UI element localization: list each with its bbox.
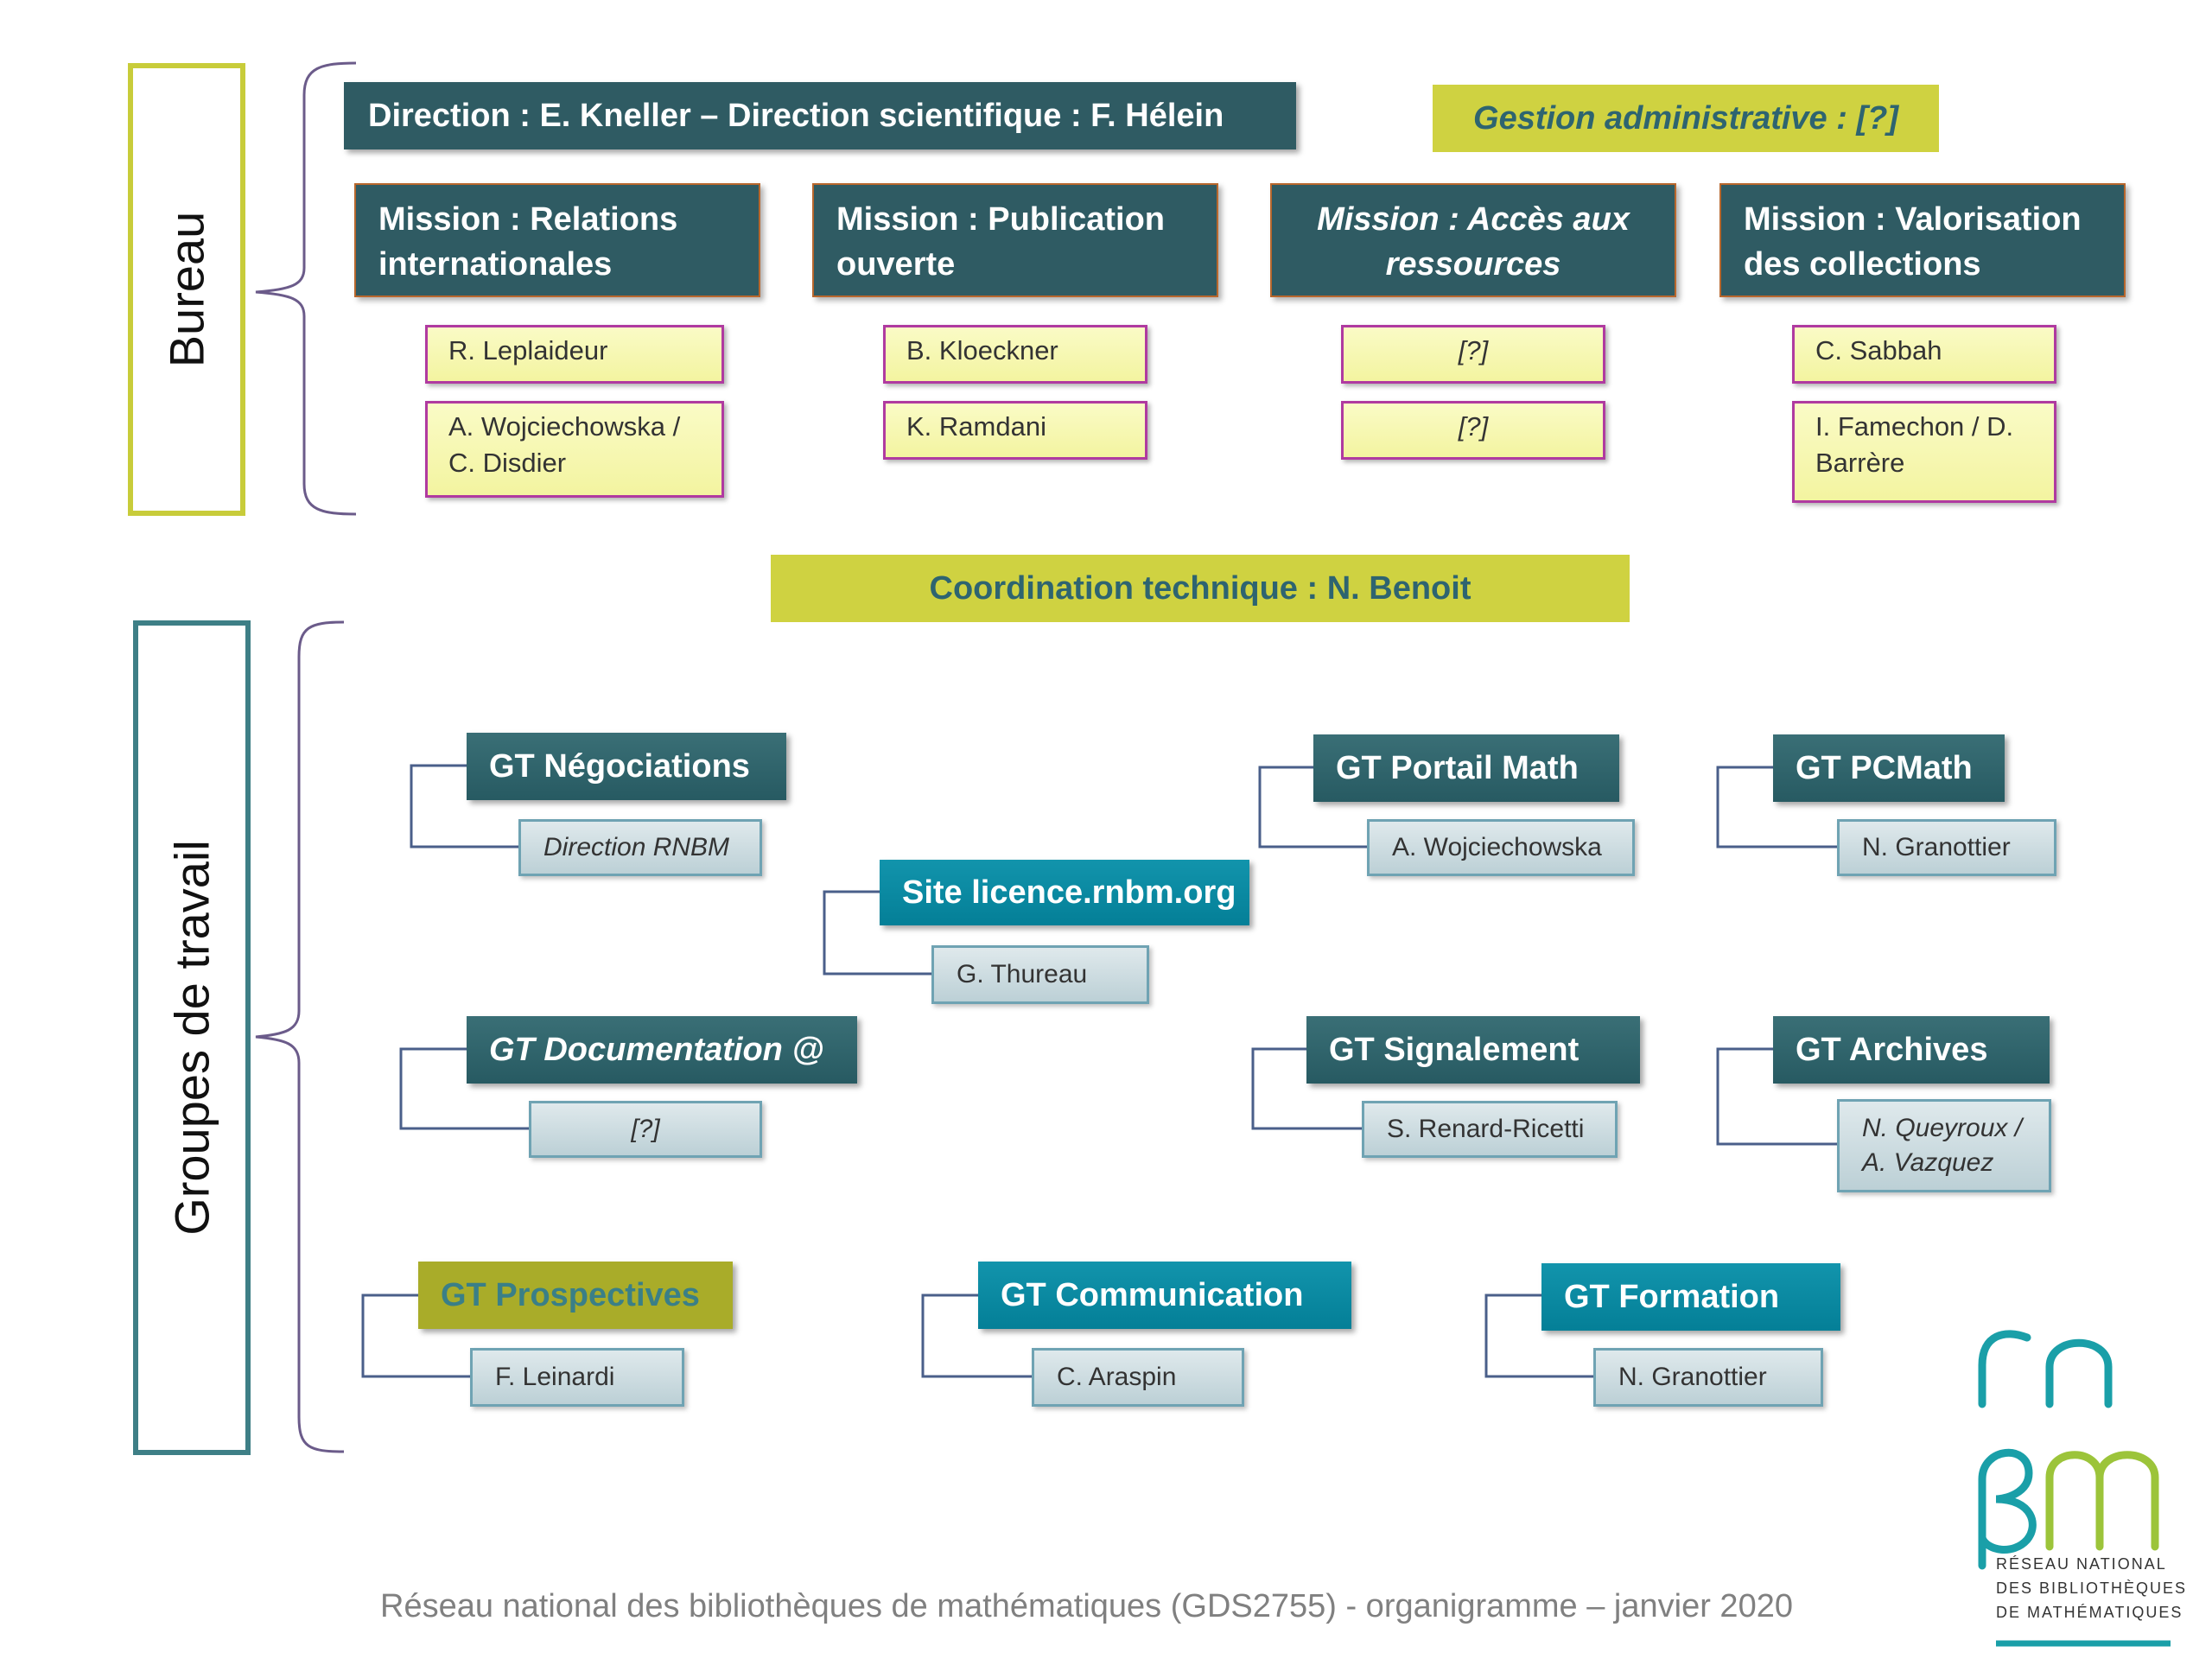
groupes-frame: Groupes de travail xyxy=(133,620,251,1455)
gt-member: C. Araspin xyxy=(1032,1348,1244,1407)
gt-title: GT Portail Math xyxy=(1336,749,1579,786)
gt-site-licence: Site licence.rnbm.org xyxy=(880,860,1249,925)
mission-acces: Mission : Accès aux ressources xyxy=(1270,183,1676,297)
gt-title: GT PCMath xyxy=(1796,749,1973,786)
gestion-text: Gestion administrative : [?] xyxy=(1473,99,1898,137)
member-name: C. Araspin xyxy=(1057,1363,1177,1391)
gt-title: GT Signalement xyxy=(1329,1031,1580,1068)
mission-relations: Mission : Relations internationales xyxy=(354,183,760,297)
person-name: A. Wojciechowska / C. Disdier xyxy=(448,411,681,478)
bureau-label: Bureau xyxy=(159,211,214,368)
member-name: S. Renard-Ricetti xyxy=(1387,1115,1585,1143)
member-name: F. Leinardi xyxy=(495,1363,615,1391)
mission-title: Mission : Valorisation des collections xyxy=(1744,201,2082,283)
logo-line: DES BIBLIOTHÈQUES xyxy=(1996,1580,2188,1597)
coordination-box: Coordination technique : N. Benoit xyxy=(771,555,1630,622)
gt-documentation: GT Documentation @ xyxy=(467,1016,857,1084)
person-name: [?] xyxy=(1458,335,1489,365)
gt-member: A. Wojciechowska xyxy=(1367,819,1635,876)
gt-member: N. Queyroux / A. Vazquez xyxy=(1837,1099,2051,1192)
gt-title: GT Documentation @ xyxy=(489,1031,824,1068)
gt-title: GT Négociations xyxy=(489,747,750,785)
person-name: R. Leplaideur xyxy=(448,335,608,365)
person-card: [?] xyxy=(1341,325,1605,384)
mission-publication: Mission : Publication ouverte xyxy=(812,183,1218,297)
person-name: [?] xyxy=(1458,411,1489,442)
member-name: Direction RNBM xyxy=(543,833,730,861)
gt-title: GT Communication xyxy=(1001,1276,1304,1313)
gt-member: N. Granottier xyxy=(1593,1348,1823,1407)
gt-title: Site licence.rnbm.org xyxy=(902,874,1236,911)
person-card: [?] xyxy=(1341,401,1605,460)
direction-box: Direction : E. Kneller – Direction scien… xyxy=(344,82,1296,149)
gt-portail-math: GT Portail Math xyxy=(1313,734,1619,802)
gt-prospectives: GT Prospectives xyxy=(418,1262,733,1329)
gt-pcmath: GT PCMath xyxy=(1773,734,2005,802)
logo-line: RÉSEAU NATIONAL xyxy=(1996,1555,2167,1573)
person-name: C. Sabbah xyxy=(1815,335,1942,365)
mission-valorisation: Mission : Valorisation des collections xyxy=(1719,183,2126,297)
person-name: B. Kloeckner xyxy=(906,335,1058,365)
person-name: K. Ramdani xyxy=(906,411,1046,442)
coordination-text: Coordination technique : N. Benoit xyxy=(929,569,1471,607)
person-card: I. Famechon / D. Barrère xyxy=(1792,401,2056,503)
gt-title: GT Formation xyxy=(1564,1278,1780,1315)
person-card: A. Wojciechowska / C. Disdier xyxy=(425,401,724,498)
gt-member: F. Leinardi xyxy=(470,1348,684,1407)
member-name: N. Granottier xyxy=(1618,1363,1767,1391)
gt-member: G. Thureau xyxy=(931,945,1149,1004)
member-name: N. Granottier xyxy=(1862,833,2011,861)
groupes-label: Groupes de travail xyxy=(164,840,219,1236)
member-name: A. Vazquez xyxy=(1862,1148,1994,1177)
person-card: B. Kloeckner xyxy=(883,325,1147,384)
member-name: N. Queyroux / xyxy=(1862,1114,2023,1142)
logo-line: DE MATHÉMATIQUES xyxy=(1996,1604,2183,1621)
gt-member: S. Renard-Ricetti xyxy=(1362,1101,1618,1158)
gt-title: GT Archives xyxy=(1796,1031,1988,1068)
logo-caption: RÉSEAU NATIONAL DES BIBLIOTHÈQUES DE MAT… xyxy=(1996,1552,2187,1624)
gt-member: [?] xyxy=(529,1101,762,1158)
mission-title: Mission : Relations internationales xyxy=(378,201,678,283)
person-card: C. Sabbah xyxy=(1792,325,2056,384)
gt-archives: GT Archives xyxy=(1773,1016,2050,1084)
gt-communication: GT Communication xyxy=(978,1262,1351,1329)
gt-formation: GT Formation xyxy=(1541,1263,1840,1331)
member-name: A. Wojciechowska xyxy=(1392,833,1602,861)
gt-member: N. Granottier xyxy=(1837,819,2056,876)
bureau-brace xyxy=(255,61,357,516)
person-name: I. Famechon / D. Barrère xyxy=(1815,411,2014,478)
person-card: K. Ramdani xyxy=(883,401,1147,460)
footer-caption: Réseau national des bibliothèques de mat… xyxy=(380,1588,1793,1624)
member-name: [?] xyxy=(631,1115,660,1143)
gt-member: Direction RNBM xyxy=(518,819,762,876)
member-name: G. Thureau xyxy=(957,960,1088,988)
person-card: R. Leplaideur xyxy=(425,325,724,384)
gt-signalement: GT Signalement xyxy=(1306,1016,1640,1084)
gt-title: GT Prospectives xyxy=(441,1276,700,1313)
mission-title: Mission : Accès aux ressources xyxy=(1317,201,1630,283)
direction-text: Direction : E. Kneller – Direction scien… xyxy=(368,97,1224,134)
groupes-brace xyxy=(255,620,345,1453)
gt-negociations: GT Négociations xyxy=(467,733,786,800)
bureau-frame: Bureau xyxy=(128,63,245,516)
mission-title: Mission : Publication ouverte xyxy=(836,201,1166,283)
gestion-box: Gestion administrative : [?] xyxy=(1433,85,1939,152)
